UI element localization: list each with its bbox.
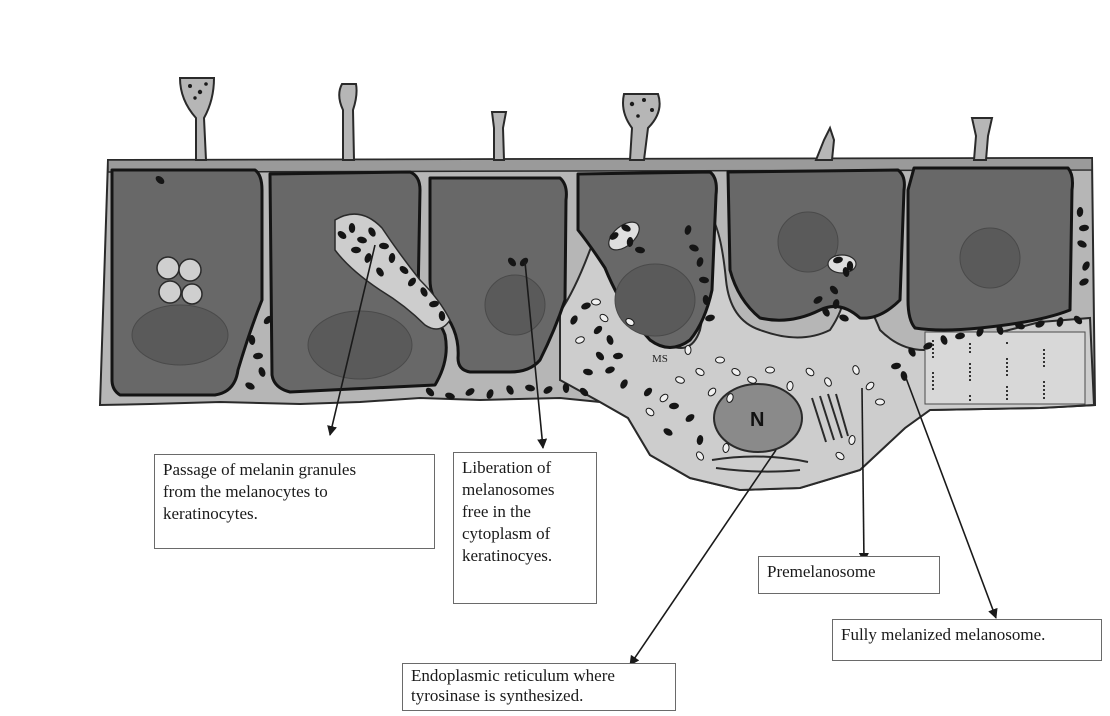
label-premelanosome: Premelanosome: [758, 556, 940, 594]
stipple-dot: [932, 356, 934, 358]
stipple-dot: [932, 348, 934, 350]
label-passage-line: keratinocytes.: [163, 503, 426, 525]
dotted-region: [925, 332, 1085, 404]
stipple-dot: [1043, 381, 1045, 383]
label-liberation-line: free in the: [462, 501, 588, 523]
stipple-dot: [932, 372, 934, 374]
premelanosome-granule: [685, 346, 691, 355]
label-passage-line: from the melanocytes to: [163, 481, 426, 503]
stipple-dot: [1043, 349, 1045, 351]
stipple-dot: [969, 379, 971, 381]
premelanosome-granule: [716, 357, 725, 363]
stipple-dot: [1006, 358, 1008, 360]
nucleus-letter: N: [750, 409, 764, 431]
stipple-dot: [1006, 366, 1008, 368]
label-liberation-line: Liberation of: [462, 457, 588, 479]
stipple-dot: [1006, 398, 1008, 400]
label-fully-melanized: Fully melanized melanosome.: [832, 619, 1102, 661]
premelanosome-granule: [875, 399, 884, 405]
stipple-dot: [969, 395, 971, 397]
stipple-dot: [932, 380, 934, 382]
stipple-dot: [1006, 342, 1008, 344]
stipple-dot: [932, 376, 934, 378]
dendrite-stalks: [180, 78, 992, 160]
stipple-dot: [1006, 390, 1008, 392]
stipple-dot: [1006, 386, 1008, 388]
stipple-dot: [1006, 370, 1008, 372]
stipple-dot: [932, 352, 934, 354]
label-passage: Passage of melanin granules from the mel…: [154, 454, 435, 549]
premelanosome-granule: [766, 367, 775, 373]
label-liberation-line: keratinocyes.: [462, 545, 588, 567]
stipple-dot: [932, 344, 934, 346]
stipple-dot: [1006, 394, 1008, 396]
stipple-dot: [932, 384, 934, 386]
stipple-dot: [969, 347, 971, 349]
stipple-dot: [1043, 353, 1045, 355]
stipple-dot: [1043, 393, 1045, 395]
stipple-dot: [969, 351, 971, 353]
stipple-dot: [969, 375, 971, 377]
ms-letter: MS: [652, 353, 668, 365]
label-premelanosome-line: Premelanosome: [767, 561, 931, 583]
stipple-dot: [969, 343, 971, 345]
stipple-dot: [1006, 374, 1008, 376]
stipple-dot: [1043, 365, 1045, 367]
stipple-dot: [1043, 389, 1045, 391]
label-liberation-line: cytoplasm of: [462, 523, 588, 545]
label-endoplasmic-reticulum: Endoplasmic reticulum where tyrosinase i…: [402, 663, 676, 711]
label-liberation-line: melanosomes: [462, 479, 588, 501]
arrow-endoplasmic: [630, 450, 776, 665]
stipple-dot: [932, 388, 934, 390]
premelanosome-granule: [591, 299, 600, 305]
stipple-dot: [1006, 362, 1008, 364]
stipple-dot: [969, 399, 971, 401]
stipple-dot: [1043, 397, 1045, 399]
label-endoplasmic-line: Endoplasmic reticulum where: [411, 666, 667, 686]
stipple-dot: [969, 371, 971, 373]
stipple-dot: [1043, 385, 1045, 387]
label-endoplasmic-line: tyrosinase is synthesized.: [411, 686, 667, 706]
stipple-dot: [932, 340, 934, 342]
stipple-dot: [1043, 357, 1045, 359]
stipple-dot: [1043, 361, 1045, 363]
label-passage-line: Passage of melanin granules: [163, 459, 426, 481]
premelanosome-granule: [722, 443, 729, 453]
premelanosome-granule: [787, 381, 794, 391]
label-fully-line: Fully melanized melanosome.: [841, 624, 1093, 646]
stipple-dot: [969, 363, 971, 365]
label-liberation: Liberation of melanosomes free in the cy…: [453, 452, 597, 604]
stipple-dot: [969, 367, 971, 369]
